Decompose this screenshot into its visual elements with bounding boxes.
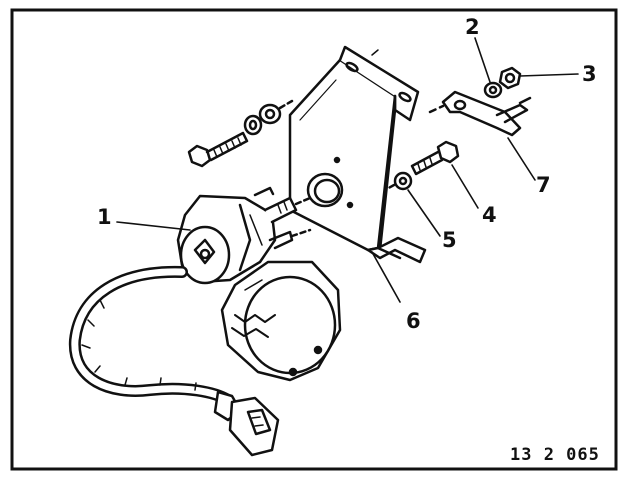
long-bolt (187, 99, 294, 168)
wiring-harness (68, 265, 280, 457)
callout-6: 6 (406, 309, 421, 333)
callout-5: 5 (442, 228, 457, 252)
wiper-motor (176, 186, 342, 382)
callout-7: 7 (536, 173, 551, 197)
screw-and-washer (383, 140, 460, 192)
clamp-bracket (428, 66, 532, 137)
leader-lines (116, 37, 579, 303)
callout-2: 2 (465, 15, 480, 39)
mounting-bracket (288, 45, 427, 264)
callout-3: 3 (582, 62, 597, 86)
callout-4: 4 (482, 203, 497, 227)
figure-reference-number: 13 2 065 (510, 445, 600, 465)
callout-1: 1 (97, 205, 112, 229)
diagram-border (10, 8, 618, 471)
